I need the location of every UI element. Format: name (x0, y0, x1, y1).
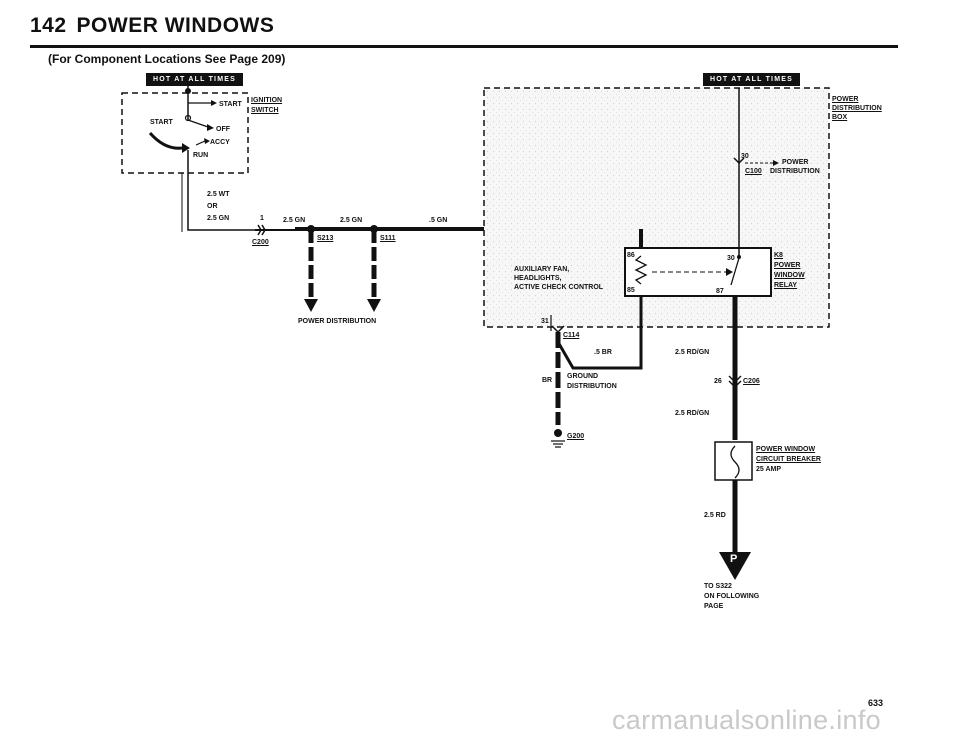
bus-label-3: .5 GN (429, 217, 448, 224)
start-curve (148, 131, 183, 150)
component-location-note: (For Component Locations See Page 209) (48, 52, 286, 66)
connector-p-label: P (730, 553, 738, 565)
section-title: POWER WINDOWS (76, 14, 275, 37)
relay-title-2: WINDOW (774, 272, 805, 279)
section-number: 142 (30, 14, 67, 37)
rd-wire-label: 2.5 RD (704, 512, 726, 519)
continuation-3: PAGE (704, 603, 724, 610)
accy-arrow-head (204, 138, 210, 144)
off-label: OFF (216, 126, 230, 133)
start-arrow-label: START (219, 101, 242, 108)
rdgn-lower-label: 2.5 RD/GN (675, 410, 710, 417)
start-position-label: START (150, 119, 173, 126)
relay-coil (634, 255, 648, 285)
br-wire-label: .5 BR (594, 349, 612, 356)
start-arrow-head (211, 100, 217, 106)
relay-85-wire (556, 296, 643, 370)
ground-pin-31: 31 (541, 318, 549, 325)
breaker-element (730, 445, 740, 479)
bus-label-2: 2.5 GN (340, 217, 363, 224)
continuation-1: TO S322 (704, 583, 732, 590)
s111-label: S111 (380, 235, 396, 242)
distribution-inner-1: POWER (782, 159, 809, 166)
c206-label: C206 (743, 378, 760, 385)
relay-pin-85: 85 (627, 287, 635, 294)
page-title: 142 POWER WINDOWS (30, 14, 274, 38)
c100-label: C100 (745, 168, 762, 175)
g200-label: G200 (567, 433, 585, 440)
c100-connector (733, 157, 745, 165)
c100-arrow (773, 160, 779, 166)
c114-label: C114 (563, 332, 580, 339)
c114-connector (551, 325, 565, 334)
c200-connector (257, 224, 266, 236)
distribution-box-title-1: POWER (832, 96, 859, 103)
hot-at-all-times-badge-left: HOT AT ALL TIMES (146, 73, 243, 86)
wire-label-gn: 2.5 GN (207, 215, 230, 222)
accy-label: ACCY (210, 139, 230, 146)
off-arrow-head (207, 124, 214, 131)
distribution-inner-2: DISTRIBUTION (770, 168, 820, 175)
ignition-switch-box (121, 92, 249, 174)
wire-label-or: OR (207, 203, 218, 210)
aux-label-1: AUXILIARY FAN, (514, 266, 570, 273)
watermark-text: carmanualsonline.info (612, 705, 881, 735)
ignition-output-wire (187, 173, 255, 231)
aux-label-3: ACTIVE CHECK CONTROL (514, 284, 604, 291)
relay-pin-86: 86 (627, 252, 635, 259)
relay-id: K8 (774, 252, 783, 259)
rdgn-upper-label: 2.5 RD/GN (675, 349, 710, 356)
breaker-title-1: POWER WINDOW (756, 446, 816, 453)
switch-blade (187, 119, 209, 128)
relay-box (624, 247, 772, 297)
start-curve-arrow (182, 143, 190, 153)
c200-label: C200 (252, 239, 269, 246)
c206-connector (728, 375, 742, 388)
aux-label-2: HEADLIGHTS, (514, 275, 562, 282)
connector-p-triangle (719, 552, 751, 580)
c100-pin-30: 30 (741, 153, 749, 160)
relay-contact (730, 257, 740, 286)
breaker-title-2: CIRCUIT BREAKER (756, 456, 821, 463)
g200-ground (554, 429, 562, 437)
ground-distribution-1: GROUND (567, 373, 599, 380)
pin-1-label: 1 (260, 215, 264, 222)
title-rule (30, 45, 898, 48)
s111-arrow (367, 299, 381, 312)
c206-pin-26: 26 (714, 378, 722, 385)
ignition-switch-title-2: SWITCH (251, 107, 279, 114)
relay-contact-pivot (737, 255, 741, 259)
ignition-switch-title-1: IGNITION (251, 97, 283, 104)
bus-label-1: 2.5 GN (283, 217, 306, 224)
distribution-box-title-2: DISTRIBUTION (832, 105, 882, 112)
continuation-2: ON FOLLOWING (704, 593, 760, 600)
s213-arrow (304, 299, 318, 312)
hot-at-all-times-badge-right: HOT AT ALL TIMES (703, 73, 800, 86)
relay-title-3: RELAY (774, 282, 798, 289)
distribution-box-title-3: BOX (832, 114, 848, 121)
br-label: BR (542, 377, 553, 384)
relay-pin-87: 87 (716, 288, 724, 295)
breaker-rating: 25 AMP (756, 466, 782, 473)
relay-pin-30: 30 (727, 255, 735, 262)
switch-top-terminal (185, 88, 191, 94)
run-label: RUN (193, 152, 209, 159)
s213-label: S213 (317, 235, 334, 242)
power-distribution-label: POWER DISTRIBUTION (298, 318, 377, 325)
wire-label-wt: 2.5 WT (207, 191, 230, 198)
accy-line (195, 140, 206, 146)
relay-contact-arrow (726, 268, 733, 276)
relay-title-1: POWER (774, 262, 801, 269)
page-footer-number: 633 (868, 698, 884, 708)
ground-distribution-2: DISTRIBUTION (567, 383, 617, 390)
